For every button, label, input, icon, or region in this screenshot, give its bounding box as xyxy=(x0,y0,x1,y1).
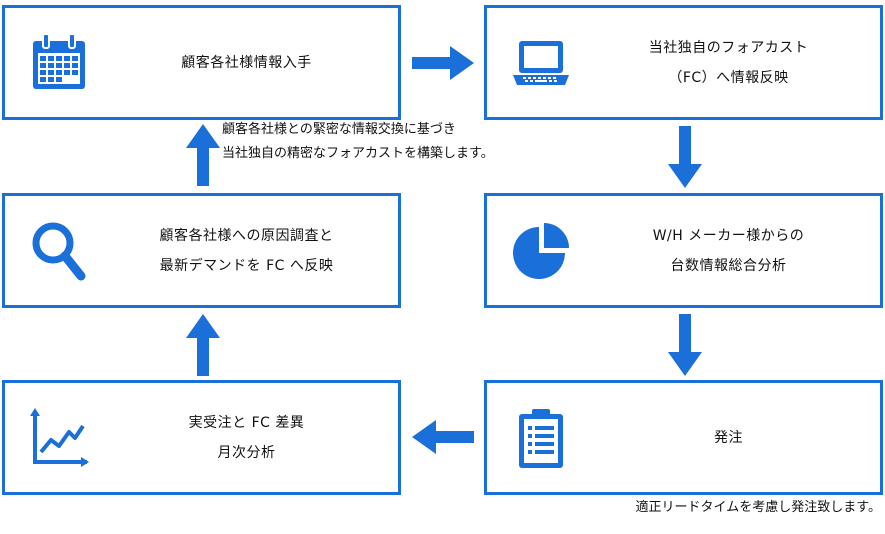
step-obtain-info-line-1: 顧客各社様情報入手 xyxy=(181,54,312,71)
clipboard-list-icon xyxy=(519,408,563,468)
step-forecast-box: 当社独自のフォアカスト （FC）へ情報反映 xyxy=(484,5,883,120)
calendar-icon xyxy=(33,32,85,89)
arrow-down-upper xyxy=(668,126,702,188)
step-forecast-label: 当社独自のフォアカスト （FC）へ情報反映 xyxy=(587,8,870,117)
arrow-down-lower xyxy=(668,314,702,376)
step-order-label: 発注 xyxy=(587,383,870,492)
step-monthly-box: 実受注と FC 差異 月次分析 xyxy=(2,380,401,495)
lead-time-note: 適正リードタイムを考慮し発注致します。 xyxy=(636,496,881,520)
step-investigate-label: 顧客各社様への原因調査と 最新デマンドを FC へ反映 xyxy=(105,196,388,305)
magnifier-icon xyxy=(32,222,86,280)
feedback-note: 顧客各社様との緊密な情報交換に基づき 当社独自の精密なフォアカストを構築します。 xyxy=(222,118,494,166)
step-order-line-1: 発注 xyxy=(714,429,743,446)
step-analysis-line-2: 台数情報総合分析 xyxy=(670,257,787,274)
step-analysis-label: W/H メーカー様からの 台数情報総合分析 xyxy=(587,196,870,305)
feedback-note-line-1: 顧客各社様との緊密な情報交換に基づき xyxy=(222,122,456,137)
pie-chart-icon xyxy=(513,222,569,279)
laptop-icon xyxy=(513,40,569,85)
step-obtain-info-box: 顧客各社様情報入手 xyxy=(2,5,401,120)
step-investigate-line-1: 顧客各社様への原因調査と xyxy=(159,227,334,244)
step-forecast-line-1: 当社独自のフォアカスト xyxy=(648,39,809,56)
step-obtain-info-label: 顧客各社様情報入手 xyxy=(105,8,388,117)
arrow-right xyxy=(412,46,474,80)
arrow-left xyxy=(412,420,474,454)
step-analysis-box: W/H メーカー様からの 台数情報総合分析 xyxy=(484,193,883,308)
step-monthly-label: 実受注と FC 差異 月次分析 xyxy=(105,383,388,492)
arrow-up-upper xyxy=(186,124,220,186)
step-investigate-box: 顧客各社様への原因調査と 最新デマンドを FC へ反映 xyxy=(2,193,401,308)
line-chart-icon xyxy=(30,407,89,467)
feedback-note-line-2: 当社独自の精密なフォアカストを構築します。 xyxy=(222,146,494,161)
step-analysis-line-1: W/H メーカー様からの xyxy=(652,227,805,244)
step-monthly-line-2: 月次分析 xyxy=(217,444,276,461)
step-investigate-line-2: 最新デマンドを FC へ反映 xyxy=(159,257,334,274)
step-order-box: 発注 xyxy=(484,380,883,495)
arrow-up-lower xyxy=(186,314,220,376)
lead-time-note-text: 適正リードタイムを考慮し発注致します。 xyxy=(635,500,881,515)
step-forecast-line-2: （FC）へ情報反映 xyxy=(668,69,789,86)
step-monthly-line-1: 実受注と FC 差異 xyxy=(188,414,305,431)
